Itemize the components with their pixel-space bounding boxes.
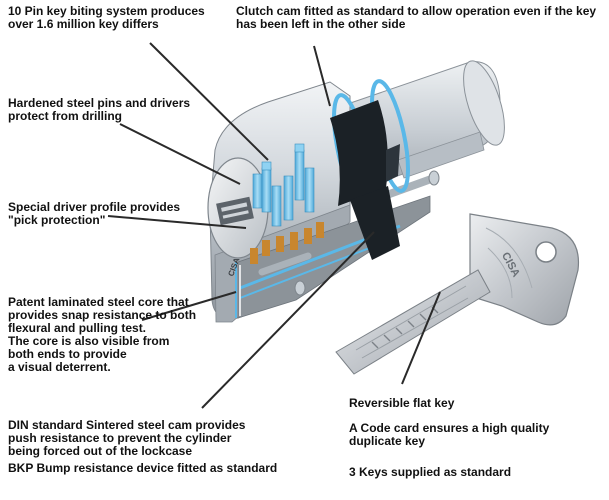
callout-steel-pins: Hardened steel pins and drivers protect … — [8, 96, 191, 123]
leader-lines — [107, 42, 441, 409]
callout-flat-key: Reversible flat key — [349, 396, 455, 410]
callout-bump-resistance: BKP Bump resistance device fitted as sta… — [8, 461, 278, 475]
callout-three-keys: 3 Keys supplied as standard — [349, 465, 512, 479]
callout-pick-protection: Special driver profile provides "pick pr… — [8, 200, 181, 227]
clutch-cam — [330, 100, 400, 260]
callout-key-differs: 10 Pin key biting system produces over 1… — [8, 4, 205, 31]
callout-din-cam: DIN standard Sintered steel cam provides… — [8, 418, 246, 458]
key — [335, 213, 580, 375]
callout-clutch-cam: Clutch cam fitted as standard to allow o… — [236, 4, 597, 31]
callout-code-card: A Code card ensures a high quality dupli… — [349, 421, 550, 448]
pin-stack — [250, 143, 324, 264]
callout-laminated-core: Patent laminated steel core that provide… — [8, 295, 197, 374]
